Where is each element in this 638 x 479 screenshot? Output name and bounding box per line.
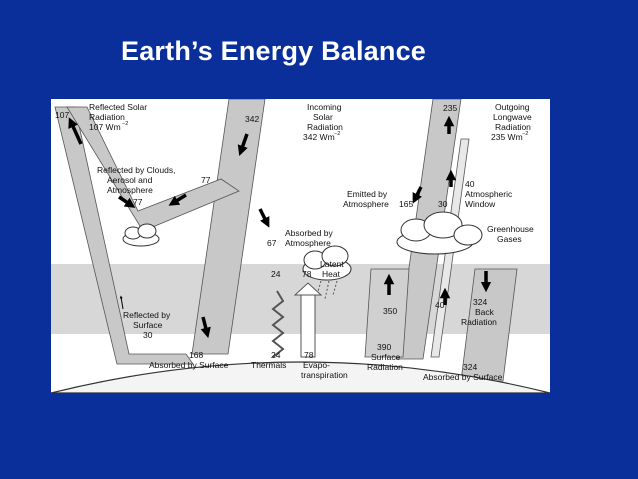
label-outgoing-3: Radiation bbox=[495, 122, 531, 132]
label-absorbed-surface-left: Absorbed by Surface bbox=[149, 360, 229, 370]
back-radiation-beam bbox=[460, 268, 518, 382]
value-324-bottom: 324 bbox=[463, 362, 477, 372]
label-latent-1: Latent bbox=[320, 259, 344, 269]
label-reflected-solar-1: Reflected Solar bbox=[89, 102, 147, 112]
cloud-latent-heat bbox=[302, 245, 352, 300]
value-165: 165 bbox=[399, 199, 413, 209]
label-incoming-3: Radiation bbox=[307, 122, 343, 132]
unit-exp-2: −2 bbox=[334, 131, 340, 137]
value-324-right: 324 bbox=[473, 297, 487, 307]
earth-surface bbox=[51, 361, 550, 393]
value-77-a: 77 bbox=[133, 197, 143, 207]
label-reflected-solar-3: 107 Wm bbox=[89, 122, 121, 132]
label-outgoing-1: Outgoing bbox=[495, 102, 530, 112]
label-back-2: Radiation bbox=[461, 317, 497, 327]
label-incoming-2: Solar bbox=[313, 112, 333, 122]
thermals-arrow bbox=[271, 290, 285, 358]
label-window-2: Window bbox=[465, 199, 496, 209]
flow-arrows bbox=[68, 115, 492, 339]
label-reflected-clouds-2: Aerosol and bbox=[107, 175, 153, 185]
value-40-top: 40 bbox=[465, 179, 475, 189]
value-78-bottom: 78 bbox=[304, 350, 314, 360]
value-390: 390 bbox=[377, 342, 391, 352]
cloud-right bbox=[396, 211, 483, 255]
value-168: 168 bbox=[189, 350, 203, 360]
label-surface-1: Surface bbox=[371, 352, 401, 362]
diagram-svg: 107 Reflected Solar Radiation 107 Wm −2 … bbox=[51, 99, 550, 393]
value-24-top: 24 bbox=[271, 269, 281, 279]
label-evapo-2: transpiration bbox=[301, 370, 348, 380]
label-incoming-1: Incoming bbox=[307, 102, 342, 112]
surface-radiation-beam bbox=[364, 268, 410, 358]
value-107: 107 bbox=[55, 110, 69, 120]
value-24-bottom: 24 bbox=[271, 350, 281, 360]
label-evapo-1: Evapo- bbox=[303, 360, 330, 370]
value-78-top: 78 bbox=[302, 269, 312, 279]
value-350: 350 bbox=[383, 306, 397, 316]
label-outgoing-2: Longwave bbox=[493, 112, 532, 122]
value-235: 235 bbox=[443, 103, 457, 113]
label-greenhouse-2: Gases bbox=[497, 234, 522, 244]
label-reflected-clouds-3: Atmosphere bbox=[107, 185, 153, 195]
label-absorbed-atm-2: Atmosphere bbox=[285, 238, 331, 248]
value-67: 67 bbox=[267, 238, 277, 248]
evapotranspiration-column bbox=[300, 294, 316, 358]
energy-balance-diagram: 107 Reflected Solar Radiation 107 Wm −2 … bbox=[51, 99, 550, 393]
label-reflected-surface-2: Surface bbox=[133, 320, 163, 330]
diagram-labels: 107 Reflected Solar Radiation 107 Wm −2 … bbox=[55, 102, 534, 382]
label-reflected-surface-1: Reflected by bbox=[123, 310, 171, 320]
label-thermals: Thermals bbox=[251, 360, 286, 370]
label-outgoing-4: 235 Wm bbox=[491, 132, 523, 142]
value-30-surface: 30 bbox=[143, 330, 153, 340]
value-40-mid: 40 bbox=[435, 300, 445, 310]
value-30-window: 30 bbox=[438, 199, 448, 209]
label-reflected-clouds-1: Reflected by Clouds, bbox=[97, 165, 175, 175]
cloud-left bbox=[122, 223, 160, 247]
incoming-solar-beam bbox=[191, 99, 266, 355]
value-77-b: 77 bbox=[201, 175, 211, 185]
label-back-1: Back bbox=[475, 307, 495, 317]
label-surface-2: Radiation bbox=[367, 362, 403, 372]
slide-title: Earth’s Energy Balance bbox=[121, 36, 427, 66]
label-window-1: Atmospheric bbox=[465, 189, 513, 199]
unit-exp-3: −2 bbox=[522, 131, 528, 137]
label-reflected-solar-2: Radiation bbox=[89, 112, 125, 122]
label-incoming-4: 342 Wm bbox=[303, 132, 335, 142]
label-absorbed-atm-1: Absorbed by bbox=[285, 228, 333, 238]
label-emitted-2: Atmosphere bbox=[343, 199, 389, 209]
label-emitted-1: Emitted by bbox=[347, 189, 388, 199]
value-342-top: 342 bbox=[245, 114, 259, 124]
label-greenhouse-1: Greenhouse bbox=[487, 224, 534, 234]
label-latent-2: Heat bbox=[322, 269, 341, 279]
unit-exp-1: −2 bbox=[122, 121, 128, 127]
label-absorbed-surface-right: Absorbed by Surface bbox=[423, 372, 503, 382]
